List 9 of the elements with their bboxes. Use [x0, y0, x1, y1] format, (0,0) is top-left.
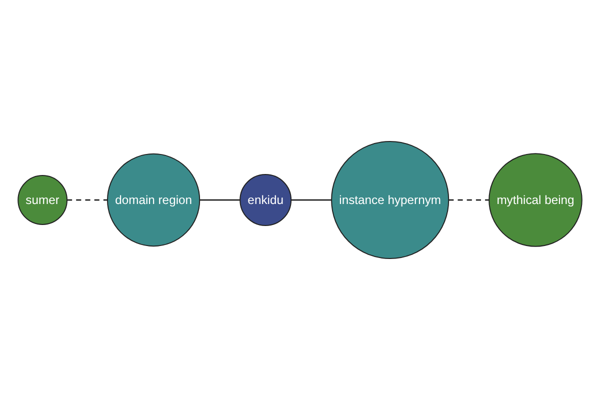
- connector: [200, 199, 240, 201]
- node-circle: domain region: [106, 153, 200, 247]
- node-circle: sumer: [18, 175, 68, 225]
- node-circle: instance hypernym: [331, 140, 450, 260]
- node-circle: enkidu: [240, 174, 292, 226]
- connector: [448, 199, 490, 201]
- connector: [291, 199, 332, 201]
- node-circle: mythical being: [488, 153, 582, 247]
- connector: [67, 199, 108, 201]
